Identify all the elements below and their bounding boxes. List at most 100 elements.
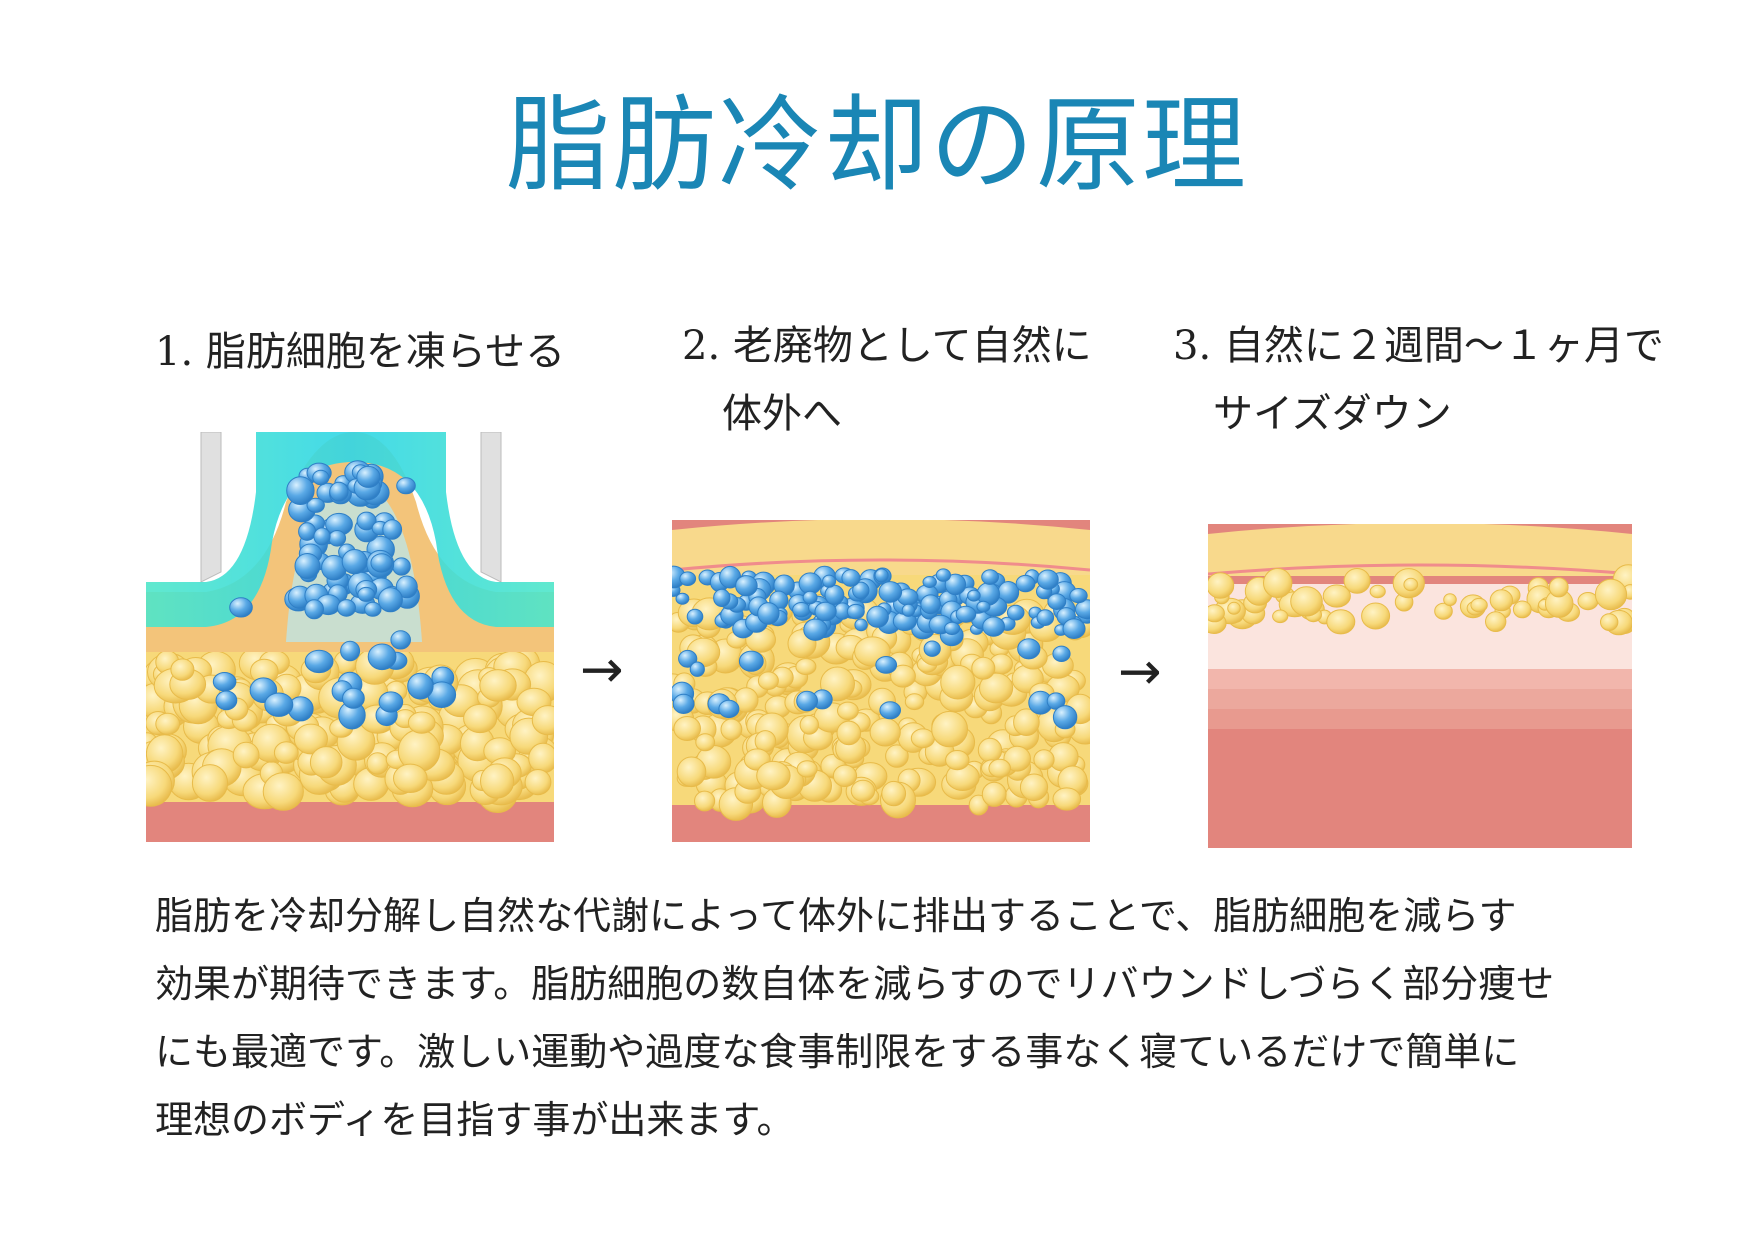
- frozen-fat-cell-icon: [852, 581, 870, 600]
- frozen-fat-cell-icon: [713, 588, 731, 608]
- frozen-fat-cell-icon: [229, 597, 253, 618]
- fat-cell-icon: [191, 764, 229, 802]
- page-title: 脂肪冷却の原理: [505, 84, 1248, 206]
- fat-cell-icon: [796, 760, 818, 778]
- fat-cells: [1208, 564, 1632, 636]
- frozen-fat-cell-icon: [1015, 574, 1036, 593]
- fat-cell-icon: [1485, 611, 1507, 632]
- frozen-fat-cell-icon: [1036, 609, 1055, 626]
- fat-cell-icon: [977, 737, 1003, 763]
- fat-cell-icon: [756, 760, 791, 791]
- frozen-fat-cell-icon: [879, 701, 901, 720]
- fat-cell-icon: [1326, 609, 1356, 635]
- frozen-fat-cell-icon: [738, 650, 764, 672]
- frozen-fat-cell-icon: [1047, 593, 1067, 610]
- frozen-fat-cell-icon: [981, 569, 1000, 585]
- description-line-2: 効果が期待できます。脂肪細胞の数自体を減らすのでリバウンドしづらく部分痩せ: [155, 962, 1555, 1006]
- fat-cell-icon: [1019, 773, 1049, 802]
- fat-cell-icon: [1208, 604, 1225, 623]
- frozen-fat-cell-icon: [875, 656, 898, 674]
- frozen-fat-cell-icon: [215, 690, 238, 711]
- frozen-fat-cell-icon: [922, 576, 937, 588]
- fat-cell-icon: [293, 723, 328, 755]
- applicator-edge-right: [480, 432, 502, 583]
- fat-cell-icon: [890, 664, 916, 688]
- frozen-fat-cell-icon: [356, 511, 377, 531]
- step-2-line2: 体外へ: [722, 391, 842, 437]
- frozen-fat-cell-icon: [678, 649, 698, 668]
- fat-cell-icon: [524, 769, 552, 796]
- frozen-fat-cell-icon: [798, 572, 823, 595]
- frozen-fat-cell-icon: [935, 568, 951, 582]
- frozen-fat-cell-icon: [1075, 599, 1090, 620]
- fat-cell-icon: [1489, 589, 1514, 612]
- frozen-fat-cell-icon: [982, 616, 1006, 637]
- frozen-fat-cell-icon: [370, 553, 393, 573]
- fat-cell-icon: [1548, 577, 1569, 598]
- fat-cell-icon: [155, 712, 181, 735]
- frozen-fat-cell-icon: [329, 481, 349, 502]
- frozen-fat-cell-icon: [901, 603, 916, 617]
- frozen-fat-cell-icon: [802, 590, 818, 605]
- fat-cell-icon: [904, 693, 925, 711]
- applicator-edge-left: [200, 432, 222, 583]
- frozen-fat-cell-icon: [846, 603, 865, 620]
- fat-cell-icon: [170, 658, 195, 681]
- frozen-fat-cell-icon: [298, 522, 317, 541]
- frozen-fat-cell-icon: [357, 586, 376, 602]
- fat-cell-icon: [1003, 745, 1032, 772]
- frozen-fat-cell-icon: [395, 575, 418, 599]
- frozen-fat-cell-icon: [1069, 588, 1088, 604]
- frozen-fat-cell-icon: [212, 672, 237, 692]
- fat-cell-icon: [693, 790, 716, 812]
- frozen-fat-cell-icon: [382, 519, 403, 540]
- fat-cell-icon: [392, 763, 428, 793]
- fat-cell-icon: [1403, 577, 1419, 592]
- fat-cell-icon: [1033, 749, 1055, 771]
- step-3-line1: 3. 自然に２週間〜１ヶ月で: [1173, 323, 1664, 369]
- frozen-fat-cell-icon: [1006, 604, 1025, 621]
- drainage-illustration: [672, 520, 1090, 842]
- fat-cell-icon: [910, 728, 935, 749]
- frozen-fat-cell-icon: [294, 553, 321, 579]
- frozen-fat-cell-icon: [306, 497, 325, 513]
- fat-cell-icon: [971, 656, 996, 680]
- frozen-fat-cell-icon: [679, 571, 697, 587]
- frozen-fat-cell-icon: [392, 557, 411, 576]
- frozen-fat-cell-icon: [407, 672, 434, 700]
- frozen-fat-cell-icon: [718, 699, 740, 719]
- fat-cell-icon: [366, 752, 389, 775]
- fat-cell-icon: [1369, 584, 1386, 599]
- frozen-fat-cell-icon: [1037, 569, 1059, 590]
- fat-cell-icon: [1290, 586, 1323, 617]
- frozen-fat-cell-icon: [367, 643, 397, 671]
- description: 脂肪を冷却分解し自然な代謝によって体外に排出することで、脂肪細胞を減らす 効果が…: [155, 882, 1635, 1154]
- fat-cell-icon: [309, 746, 343, 779]
- frozen-fat-cell-icon: [390, 630, 411, 650]
- frozen-fat-cell-icon: [803, 618, 828, 641]
- fat-cell-icon: [673, 716, 701, 741]
- frozen-fat-cell-icon: [342, 687, 365, 709]
- fat-cell-icon: [146, 764, 173, 807]
- fat-cell-icon: [850, 779, 876, 802]
- fat-cell-icon: [1052, 787, 1082, 811]
- frozen-fat-cell-icon: [874, 568, 889, 583]
- frozen-fat-cell-icon: [304, 599, 324, 620]
- fat-cell-icon: [531, 705, 554, 736]
- frozen-fat-cell-icon: [356, 465, 381, 488]
- frozen-fat-cell-icon: [792, 602, 811, 618]
- frozen-fat-cell-icon: [672, 693, 695, 714]
- step-2-line1: 2. 老廃物として自然に: [682, 323, 1092, 369]
- fat-cell-icon: [720, 718, 743, 741]
- step-3-label: 3. 自然に２週間〜１ヶ月で サイズダウン: [1173, 312, 1664, 448]
- fat-cell-icon: [1227, 601, 1241, 615]
- frozen-fat-cell-icon: [878, 581, 903, 603]
- description-line-4: 理想のボディを目指す事が出来ます。: [155, 1098, 795, 1142]
- fat-cell-icon: [1512, 600, 1532, 619]
- frozen-fat-cell-icon: [1052, 705, 1078, 730]
- fat-cell-icon: [1208, 572, 1235, 599]
- fat-cell-icon: [1013, 708, 1040, 736]
- frozen-fat-cell-icon: [944, 621, 961, 636]
- fat-cell-icon: [1322, 584, 1351, 608]
- fat-cell-icon: [1434, 602, 1453, 620]
